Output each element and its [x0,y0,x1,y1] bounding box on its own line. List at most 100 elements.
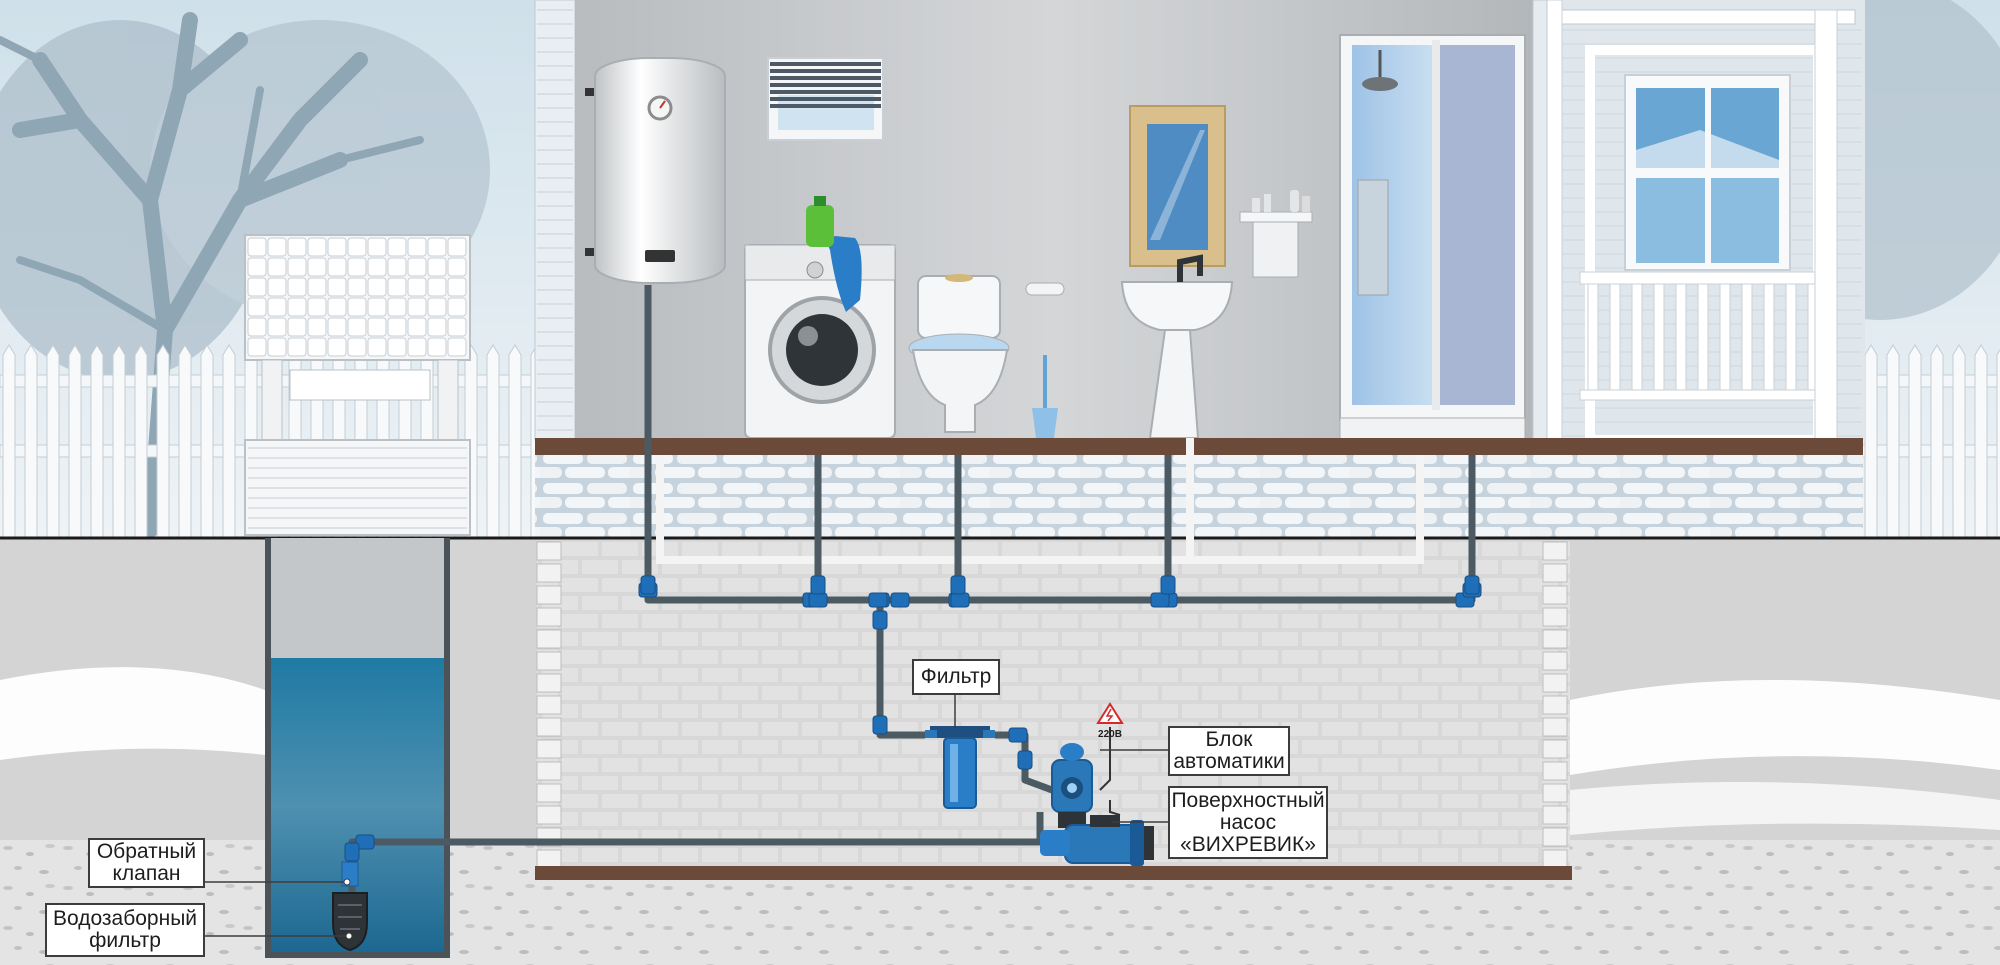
roof-tile [407,237,427,257]
fence-picket [1886,344,1900,541]
roof-tile [367,237,387,257]
blind-slat [770,83,881,87]
pillar-brick [536,849,562,869]
roof-tile [367,337,387,357]
roof-tile [287,337,307,357]
porch [1539,0,1865,445]
roof-tile [327,317,347,337]
roof-tile [267,257,287,277]
railing-baluster [1763,283,1775,391]
railing-baluster [1697,283,1709,391]
railing-baluster [1675,283,1687,391]
roof-tile [247,317,267,337]
label-automation-line-2: автоматики [1173,750,1285,773]
power-cable [1099,727,1121,816]
surface-pump [1040,815,1154,866]
roof-tile [307,317,327,337]
basement-floor-beam [535,866,1572,880]
pillar-brick [536,585,562,605]
roof-tile [267,297,287,317]
roof-tile [367,257,387,277]
pipe-fitting [1464,575,1480,595]
fence-picket [156,344,170,541]
roof-tile [287,277,307,297]
roof-tile [307,337,327,357]
roof-tile [387,337,407,357]
roof-tile [387,237,407,257]
blind-slat [770,97,881,101]
voltage-text: 220В [1098,729,1122,740]
roof-tile [267,277,287,297]
fence-picket [1908,344,1922,541]
roof-tile [367,317,387,337]
pipe-fitting [872,610,888,630]
toilet-paper-holder [1025,282,1065,296]
pillar-brick [536,607,562,627]
drain-pipe [656,455,1424,564]
roof-tile [407,257,427,277]
blind-slat [770,90,881,94]
pipe-segment [876,600,925,739]
roof-tile [447,257,467,277]
pipe-fitting [950,575,966,595]
roof-tile [247,237,267,257]
pillar-brick [536,761,562,781]
pipe-fitting [355,834,375,850]
pipe-fitting [808,592,828,608]
label-check-valve-line-2: клапан [112,862,181,885]
pillar-brick [1542,827,1568,847]
fence-picket [68,344,82,541]
pillar-brick [536,739,562,759]
pipe-fitting [890,592,910,608]
well-house [244,234,471,536]
pipe-fitting [872,715,888,735]
roof-tile [427,337,447,357]
roof-tile [407,337,427,357]
roof-tile [287,257,307,277]
pillar-brick [536,717,562,737]
fence-picket [486,344,500,541]
fence-picket [222,344,236,541]
pillar-brick [1542,761,1568,781]
pillar-brick [1542,695,1568,715]
blind-slat [770,62,881,66]
label-automation-unit: Блок автоматики [1168,726,1290,776]
sink [1120,254,1234,439]
water-heater [585,57,726,284]
roof-tile [307,257,327,277]
label-pump-line-3: «ВИХРЕВИК» [1180,832,1316,856]
railing-baluster [1785,283,1797,391]
snow-drift-right [1570,680,2000,775]
fence-picket [1974,344,1988,541]
roof-tile [347,297,367,317]
pillar-brick [536,695,562,715]
label-pump-line-2: насос [1219,810,1277,834]
label-automation-line-1: Блок [1205,728,1253,751]
roof-tile [367,277,387,297]
roof-tile [427,297,447,317]
roof-tile [247,297,267,317]
pipe-fitting [344,842,360,862]
roof-tile [447,277,467,297]
roof-tile [427,317,447,337]
pillar-brick [1542,717,1568,737]
pipe-fitting [1150,592,1170,608]
label-intake-filter-line-1: Водозаборный [52,907,198,930]
leader-lines [205,695,1168,937]
pillar-brick [536,673,562,693]
fence-picket [1952,344,1966,541]
roof-tile [307,237,327,257]
pillar-brick [536,651,562,671]
railing-baluster [1741,283,1753,391]
blind-slat [770,104,881,108]
blind-slat [770,69,881,73]
roof-tile [247,277,267,297]
pillar-brick [1542,607,1568,627]
roof-tile [347,337,367,357]
roof-tile [367,297,387,317]
railing-baluster [1631,283,1643,391]
railing-baluster [1719,283,1731,391]
roof-tile [387,257,407,277]
roof-tile [387,277,407,297]
